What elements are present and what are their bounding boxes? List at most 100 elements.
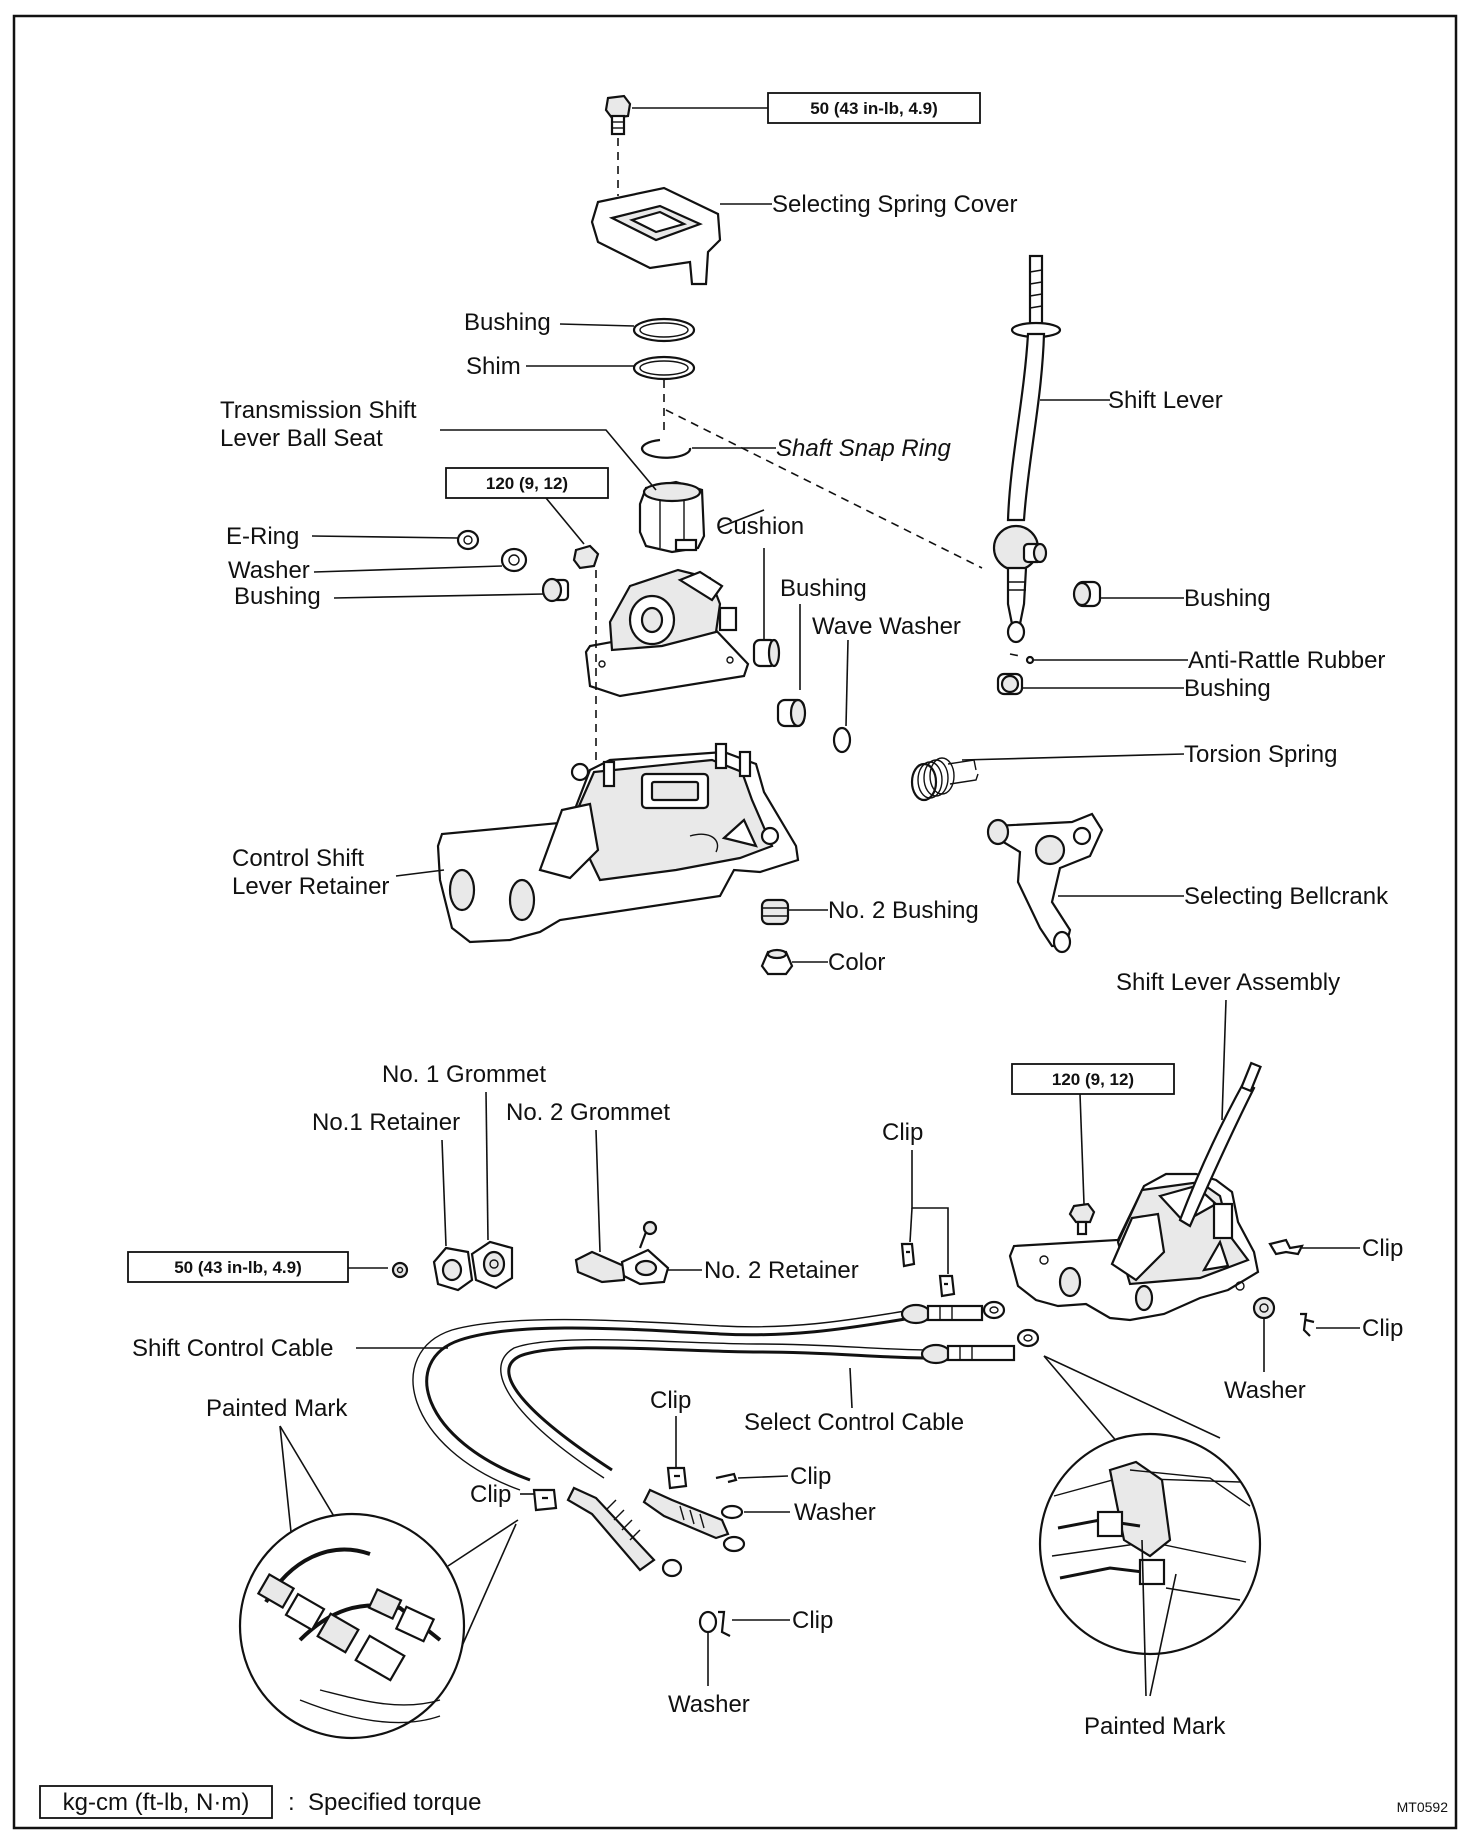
- label-shift-lever-assembly: Shift Lever Assembly: [1116, 969, 1340, 996]
- bushing-mid-part: [776, 698, 807, 728]
- label-shaft-snap-ring: Shaft Snap Ring: [776, 435, 951, 462]
- torque-box-left-mid: 120 (9, 12): [445, 467, 609, 499]
- wave-washer-part: [832, 726, 852, 754]
- label-anti-rattle-rubber: Anti-Rattle Rubber: [1188, 647, 1385, 674]
- figure-code: MT0592: [1397, 1799, 1449, 1815]
- select-control-cable-leader: [849, 1367, 853, 1409]
- label-clip-bottom: Clip: [792, 1607, 833, 1634]
- washer-left: [500, 547, 528, 573]
- small-screw: [638, 1220, 658, 1249]
- washer-right-part: [1252, 1296, 1276, 1320]
- clip-mid-leader: [737, 1475, 789, 1479]
- legend-separator: :: [288, 1789, 295, 1816]
- torque-value-left-low: 50 (43 in-lb, 4.9): [174, 1258, 302, 1277]
- no1-retainer-leader: [441, 1139, 447, 1247]
- cushion-leader: [717, 509, 765, 529]
- painted-mark-right-leader-b: [1149, 1573, 1177, 1697]
- label-shift-lever: Shift Lever: [1108, 387, 1223, 414]
- torque-box-left-low: 50 (43 in-lb, 4.9): [127, 1251, 349, 1283]
- label-bushing-mid: Bushing: [780, 575, 867, 602]
- label-cushion: Cushion: [716, 513, 804, 540]
- label-selecting-bellcrank: Selecting Bellcrank: [1184, 883, 1389, 910]
- label-bushing-lower-right: Bushing: [1184, 675, 1271, 702]
- label-selecting-spring-cover: Selecting Spring Cover: [772, 191, 1017, 218]
- nut-left-low: [391, 1261, 409, 1279]
- label-clip-right2: Clip: [1362, 1315, 1403, 1342]
- detail-circle-right: [1038, 1432, 1262, 1656]
- label-painted-mark-left: Painted Mark: [206, 1395, 348, 1422]
- clip-right1-part: [1268, 1238, 1304, 1256]
- label-washer-right: Washer: [1224, 1377, 1306, 1404]
- control-shift-lever-retainer: [436, 742, 800, 944]
- label-bushing-right: Bushing: [1184, 585, 1271, 612]
- shaft-snap-ring: [640, 438, 692, 459]
- detail-circle-left: [238, 1512, 519, 1740]
- clip-bottom-part: [698, 1610, 731, 1637]
- cushion-part: [752, 638, 781, 668]
- label-no1-retainer: No.1 Retainer: [312, 1109, 460, 1136]
- label-clip-mid: Clip: [790, 1463, 831, 1490]
- label-washer-mid: Washer: [794, 1499, 876, 1526]
- e-ring: [456, 529, 480, 551]
- no1-grommet-part: [470, 1240, 514, 1290]
- top-bolt: [604, 94, 632, 136]
- torque-value-left-mid: 120 (9, 12): [486, 474, 568, 493]
- label-no2-retainer: No. 2 Retainer: [704, 1257, 859, 1284]
- no2-grommet-leader: [595, 1129, 601, 1253]
- label-e-ring: E-Ring: [226, 523, 299, 550]
- torque-box-top: 50 (43 in-lb, 4.9): [767, 92, 981, 124]
- shift-lever-assembly-leader: [1221, 999, 1227, 1121]
- no1-grommet-leader: [485, 1091, 489, 1241]
- retainer-leader: [395, 869, 445, 877]
- bushing-top-leader: [559, 323, 635, 327]
- clip-right2-part: [1300, 1312, 1315, 1337]
- selecting-spring-cover: [590, 186, 722, 286]
- label-no2-bushing: No. 2 Bushing: [828, 897, 979, 924]
- clip-top-part-b: [938, 1274, 956, 1298]
- label-painted-mark-right: Painted Mark: [1084, 1713, 1226, 1740]
- control-cables: [412, 1300, 1040, 1578]
- label-clip-top: Clip: [882, 1119, 923, 1146]
- clip-center-part: [666, 1466, 688, 1490]
- label-shift-control-cable: Shift Control Cable: [132, 1335, 333, 1362]
- lever-alignment-dash: [665, 409, 983, 569]
- torsion-spring-part: [910, 757, 979, 802]
- torsion-spring-leader: [961, 753, 1185, 761]
- color-part: [760, 948, 794, 976]
- label-retainer-line1: Control Shift: [232, 845, 364, 872]
- label-ball-seat-line1: Transmission Shift: [220, 397, 417, 424]
- label-shim: Shim: [466, 353, 521, 380]
- label-ball-seat-line2: Lever Ball Seat: [220, 425, 383, 452]
- label-clip-right1: Clip: [1362, 1235, 1403, 1262]
- diagram-frame: [12, 14, 1458, 1830]
- label-clip-left: Clip: [470, 1481, 511, 1508]
- label-washer-left: Washer: [228, 557, 310, 584]
- clip-top-leader: [911, 1150, 949, 1274]
- no2-grommet-part: [574, 1248, 670, 1286]
- anti-rattle-rubber-part: [1025, 655, 1035, 665]
- label-select-control-cable: Select Control Cable: [744, 1409, 964, 1436]
- no2-bushing-part: [760, 898, 790, 926]
- no1-retainer-part: [432, 1246, 474, 1292]
- assembly-bolt: [1068, 1202, 1096, 1236]
- ball-seat-leader: [440, 429, 657, 491]
- shift-lever-assembly-part: [1008, 1061, 1262, 1322]
- label-washer-bottom: Washer: [668, 1691, 750, 1718]
- bushing-left: [541, 577, 570, 603]
- label-wave-washer: Wave Washer: [812, 613, 961, 640]
- label-color: Color: [828, 949, 885, 976]
- clip-top-part-a: [900, 1242, 916, 1268]
- washer-mid-part: [720, 1504, 744, 1520]
- torque-value-top: 50 (43 in-lb, 4.9): [810, 99, 938, 118]
- label-clip-center: Clip: [650, 1387, 691, 1414]
- nut-small: [572, 544, 600, 570]
- label-bushing-top: Bushing: [464, 309, 551, 336]
- label-retainer-line2: Lever Retainer: [232, 873, 389, 900]
- bushing-right-part: [1072, 580, 1102, 608]
- legend-meaning: Specified torque: [308, 1789, 481, 1816]
- clip-mid-part: [715, 1472, 738, 1484]
- e-ring-leader: [311, 535, 459, 539]
- label-no1-grommet: No. 1 Grommet: [382, 1061, 546, 1088]
- legend-units-box: kg-cm (ft-lb, N·m): [63, 1789, 250, 1816]
